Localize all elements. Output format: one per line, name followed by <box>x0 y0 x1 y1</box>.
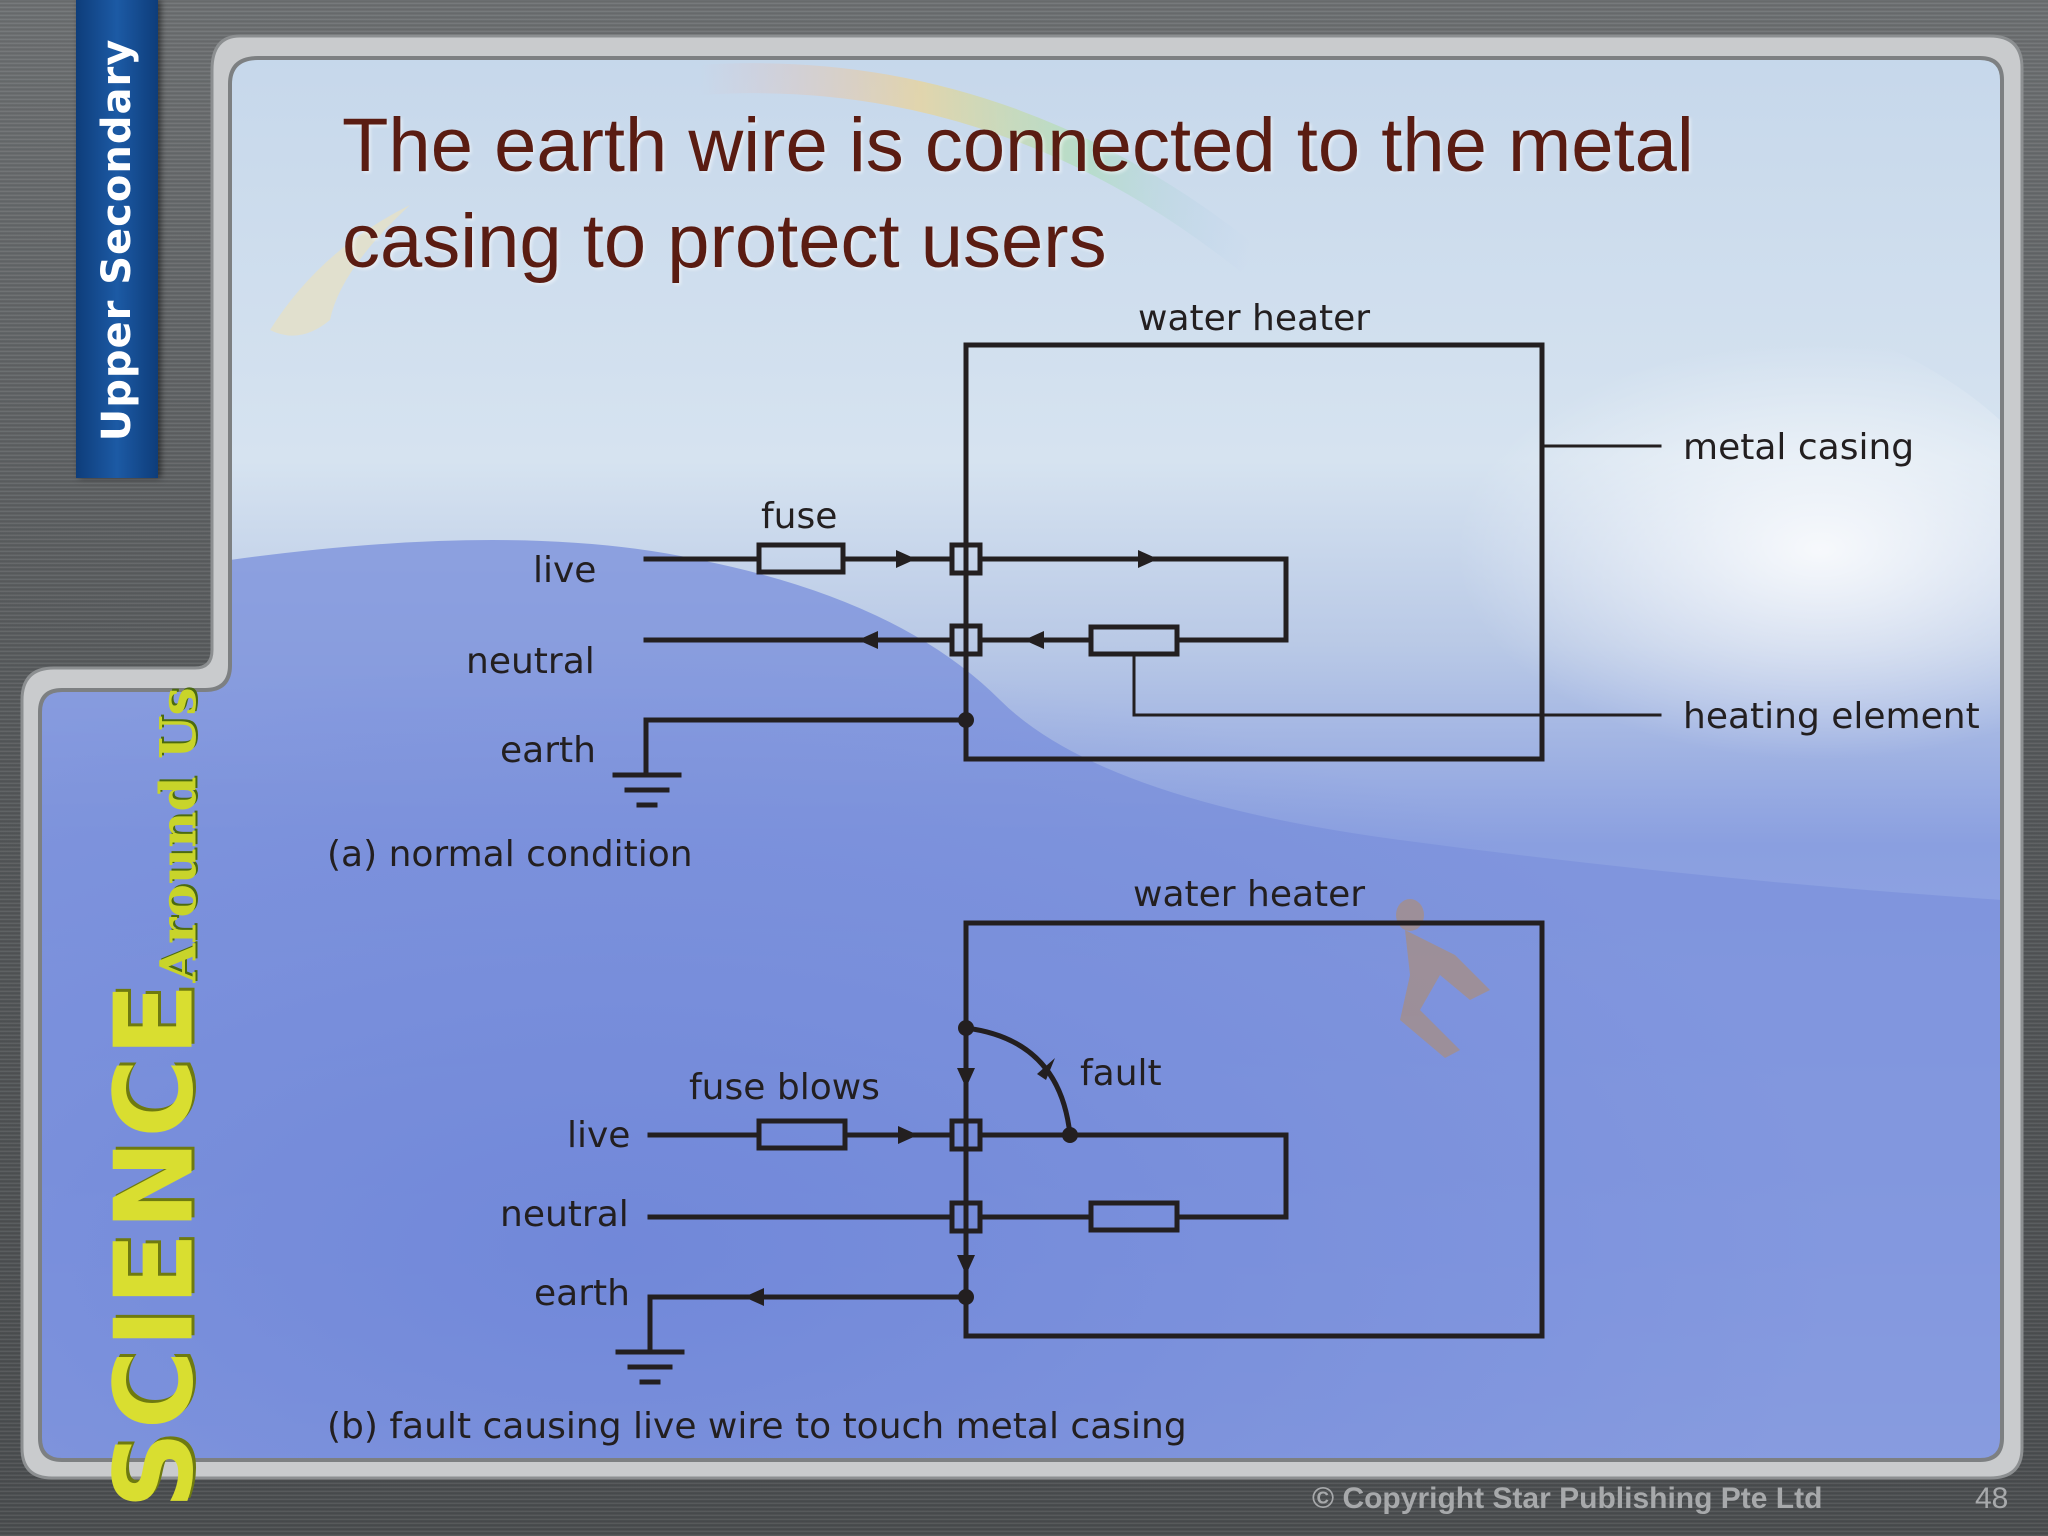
label-fault: fault <box>1080 1053 1162 1094</box>
page-number: 48 <box>1975 1482 2009 1515</box>
label-metal-casing: metal casing <box>1683 427 1914 468</box>
metal-casing-box-a <box>963 342 1545 762</box>
label-water-heater-a: water heater <box>1138 298 1370 339</box>
label-neutral-a: neutral <box>466 641 595 682</box>
label-neutral-b: neutral <box>500 1194 629 1235</box>
label-heating-element: heating element <box>1683 696 1980 737</box>
side-tab <box>76 0 158 478</box>
label-earth-a: earth <box>500 730 596 771</box>
metal-casing-box-b <box>963 920 1545 1339</box>
fuse-a <box>756 542 846 575</box>
heating-element-b <box>1088 1200 1180 1233</box>
label-live-b: live <box>567 1115 630 1156</box>
caption-b: (b) fault causing live wire to touch met… <box>327 1406 1187 1447</box>
diagram-a <box>612 342 1662 808</box>
label-live-a: live <box>533 550 596 591</box>
copyright-text: © Copyright Star Publishing Pte Ltd <box>1312 1482 1823 1515</box>
caption-a: (a) normal condition <box>327 834 693 875</box>
heating-element-a <box>1088 624 1180 657</box>
diagram-b <box>615 920 1545 1385</box>
label-fuse-blows: fuse blows <box>689 1067 880 1108</box>
label-earth-b: earth <box>534 1273 630 1314</box>
label-fuse-a: fuse <box>761 496 837 537</box>
slide-title: The earth wire is connected to the metal… <box>342 103 1694 284</box>
fuse-b <box>756 1118 848 1151</box>
fault-arc <box>963 1025 1073 1138</box>
label-water-heater-b: water heater <box>1133 874 1365 915</box>
